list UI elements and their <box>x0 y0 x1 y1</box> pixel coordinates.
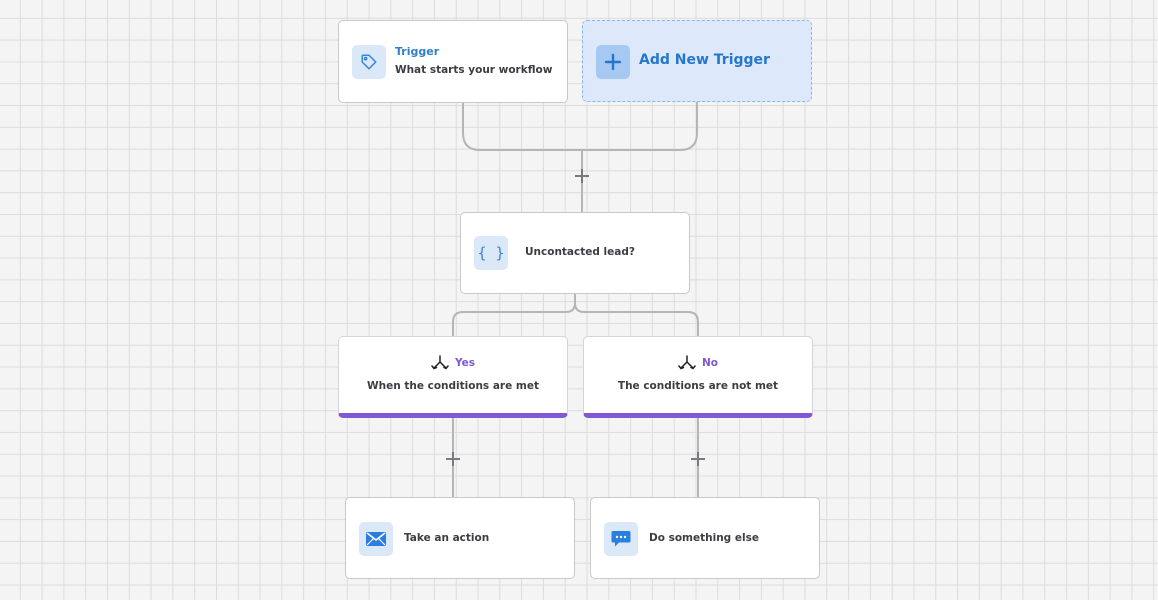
add-step-button[interactable] <box>572 166 592 186</box>
tag-icon <box>352 45 386 79</box>
branch-no-subtitle: The conditions are not met <box>617 380 779 392</box>
plus-icon <box>446 452 460 466</box>
plus-icon <box>575 169 589 183</box>
action-label-take-action: Take an action <box>404 532 490 544</box>
condition-node[interactable]: { } Uncontacted lead? <box>460 212 690 294</box>
add-new-trigger-label: Add New Trigger <box>639 52 770 68</box>
curly-braces-icon: { } <box>474 236 508 270</box>
branch-yes-title: Yes <box>454 357 475 369</box>
split-arrow-icon <box>431 355 449 370</box>
trigger-title: Trigger <box>395 45 440 58</box>
action-label-do-something-else: Do something else <box>649 532 759 544</box>
condition-label: Uncontacted lead? <box>525 246 635 258</box>
branch-no[interactable]: No The conditions are not met <box>583 336 813 418</box>
action-node-take-action[interactable]: Take an action <box>345 497 575 579</box>
branch-no-title: No <box>701 357 718 369</box>
action-node-do-something-else[interactable]: Do something else <box>590 497 820 579</box>
branch-yes[interactable]: Yes When the conditions are met <box>338 336 568 418</box>
plus-icon <box>596 45 630 79</box>
chat-bubble-icon <box>604 522 638 556</box>
split-arrow-icon <box>678 355 696 370</box>
plus-icon <box>691 452 705 466</box>
trigger-node[interactable]: Trigger What starts your workflow <box>338 20 568 103</box>
envelope-icon <box>359 522 393 556</box>
branch-yes-subtitle: When the conditions are met <box>367 380 539 392</box>
add-new-trigger-button[interactable]: Add New Trigger <box>582 20 812 102</box>
trigger-subtitle: What starts your workflow <box>395 64 553 76</box>
add-step-button-yes[interactable] <box>443 449 463 469</box>
add-step-button-no[interactable] <box>688 449 708 469</box>
